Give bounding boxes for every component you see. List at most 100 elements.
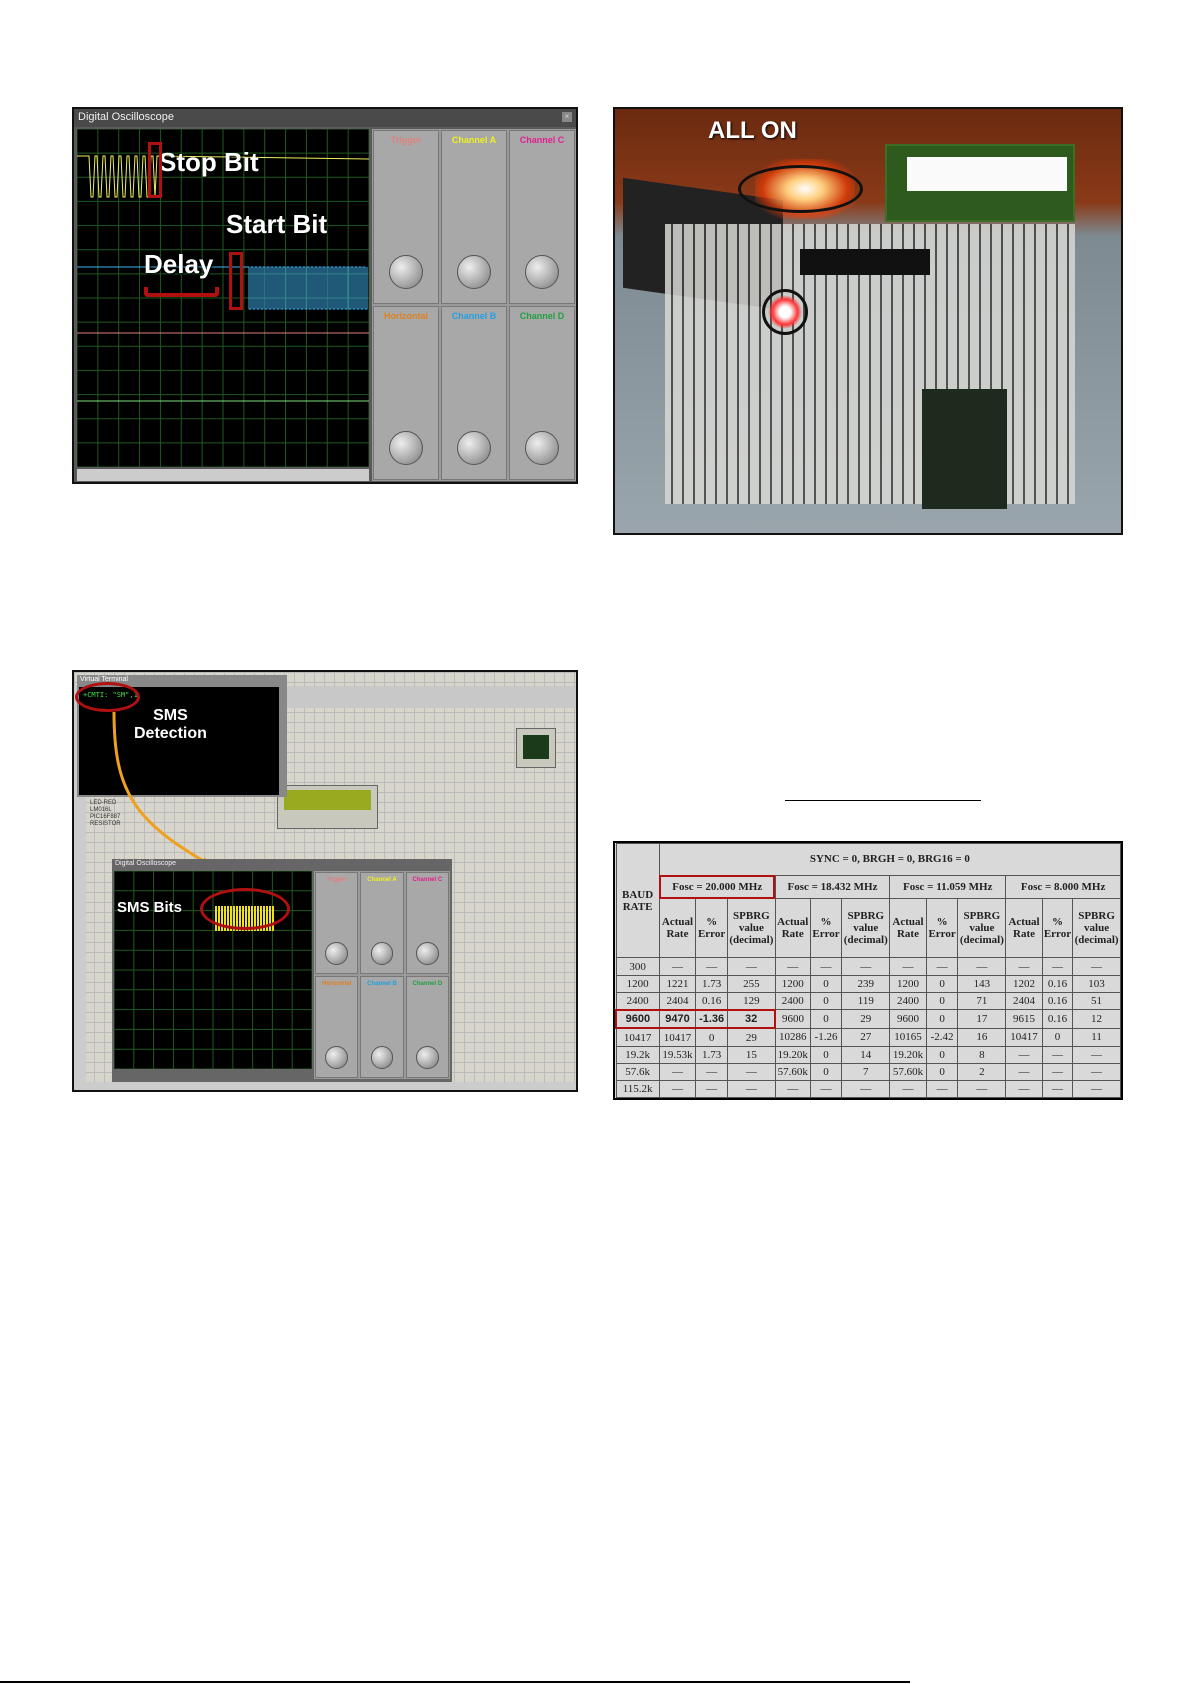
scope-scrollbar[interactable]	[77, 469, 369, 481]
channel-a-trace	[77, 155, 370, 198]
start-bit-label: Start Bit	[226, 209, 328, 239]
value-cell: —	[774, 957, 811, 976]
knob-icon[interactable]	[370, 942, 394, 965]
component-item[interactable]: RESISTOR	[90, 821, 121, 827]
component-item[interactable]: LM016L	[90, 807, 112, 813]
column-header: % Error	[1041, 898, 1074, 959]
value-cell: 0	[809, 991, 843, 1011]
component-item[interactable]: LED-RED	[90, 800, 117, 806]
value-cell: 71	[957, 991, 1007, 1011]
baud-cell: 57.6k	[615, 1062, 660, 1081]
knob-icon[interactable]	[457, 431, 491, 466]
value-cell: —	[1005, 1062, 1043, 1081]
value-cell: 0	[925, 974, 959, 993]
knob-icon[interactable]	[325, 942, 348, 965]
value-cell: 0	[809, 974, 843, 993]
panel-title: Trigger	[326, 877, 347, 883]
table-title: SYNC = 0, BRGH = 0, BRG16 = 0	[658, 843, 1122, 876]
baud-cell: 1200	[615, 974, 660, 993]
knob-icon[interactable]	[525, 255, 559, 290]
panel-horizontal: Horizontal	[373, 306, 439, 480]
knob-icon[interactable]	[525, 431, 559, 466]
value-cell: —	[1072, 1079, 1121, 1099]
value-cell: —	[1005, 1079, 1043, 1099]
value-cell: 2404	[1005, 991, 1043, 1011]
value-cell: 8	[957, 1045, 1007, 1064]
value-cell: —	[1041, 1062, 1074, 1081]
baud-cell: 115.2k	[615, 1079, 660, 1099]
panel-channel-d: Channel D	[405, 976, 449, 1078]
value-cell: —	[695, 1079, 728, 1099]
led-circle-marker	[762, 289, 808, 335]
value-cell: 1202	[1005, 974, 1043, 993]
value-cell: 9600	[774, 1009, 811, 1029]
value-cell: 9600	[889, 1009, 927, 1029]
knob-icon[interactable]	[370, 1046, 394, 1069]
baud-cell: 9600	[614, 1008, 660, 1030]
panel-channel-c: Channel C	[509, 130, 575, 304]
stop-bit-label: Stop Bit	[159, 147, 259, 177]
knob-icon[interactable]	[325, 1046, 348, 1069]
panel-title: Channel C	[519, 135, 565, 145]
value-cell: 9470	[658, 1008, 697, 1030]
stop-bit-marker	[148, 142, 162, 198]
value-cell: —	[726, 1079, 776, 1099]
window-title: Digital Oscilloscope	[74, 109, 576, 127]
knob-icon[interactable]	[389, 255, 423, 290]
value-cell: 1200	[889, 974, 927, 993]
value-cell: 0.16	[695, 991, 728, 1011]
value-cell: 11	[1072, 1027, 1121, 1047]
terminal-title: Virtual Terminal	[80, 676, 128, 683]
value-cell: 16	[957, 1027, 1007, 1047]
value-cell: 0.16	[1041, 1009, 1074, 1029]
panel-horizontal: Horizontal	[315, 976, 359, 1078]
value-cell: —	[841, 1079, 891, 1099]
knob-icon[interactable]	[389, 431, 423, 466]
value-cell: 10286	[774, 1027, 811, 1047]
panel-channel-a: Channel A	[441, 130, 507, 304]
sms-detection-label: SMS Detection	[134, 707, 207, 742]
value-cell: —	[1072, 1045, 1121, 1064]
knob-icon[interactable]	[415, 1046, 439, 1069]
panel-channel-d: Channel D	[509, 306, 575, 480]
column-header: Actual Rate	[774, 898, 811, 959]
value-cell: —	[1005, 1045, 1043, 1064]
value-cell: 32	[726, 1008, 777, 1030]
value-cell: 2400	[774, 991, 811, 1011]
value-cell: 0	[809, 1009, 843, 1029]
value-cell: —	[1041, 1045, 1074, 1064]
value-cell: 0	[925, 1045, 959, 1064]
panel-title: Channel B	[451, 311, 497, 321]
component-item[interactable]: PIC16F887	[90, 814, 121, 820]
knob-icon[interactable]	[457, 255, 491, 290]
value-cell: —	[1072, 1062, 1121, 1081]
knob-icon[interactable]	[415, 942, 439, 965]
channel-b-trace	[77, 266, 368, 310]
panel-channel-b: Channel B	[360, 976, 404, 1078]
value-cell: 15	[726, 1045, 776, 1064]
column-header: SPBRG value (decimal)	[841, 898, 891, 959]
value-cell: —	[658, 1079, 697, 1099]
delay-label: Delay	[144, 249, 214, 279]
value-cell: 0	[809, 1062, 843, 1081]
value-cell: 19.53k	[658, 1045, 697, 1064]
value-cell: 0	[809, 1045, 843, 1064]
table-row: 300————————————	[615, 957, 1121, 976]
baud-cell: 19.2k	[615, 1045, 660, 1064]
value-cell: 129	[726, 991, 776, 1011]
value-cell: —	[957, 957, 1007, 976]
value-cell: —	[889, 957, 927, 976]
value-cell: -1.36	[695, 1008, 728, 1030]
value-cell: 255	[726, 974, 776, 993]
value-cell: 19.20k	[889, 1045, 927, 1064]
close-icon[interactable]: ×	[562, 112, 572, 122]
delay-bracket	[144, 287, 219, 297]
baud-header: BAUD RATE	[615, 842, 660, 959]
baud-cell: 300	[615, 957, 660, 976]
value-cell: 19.20k	[774, 1045, 811, 1064]
